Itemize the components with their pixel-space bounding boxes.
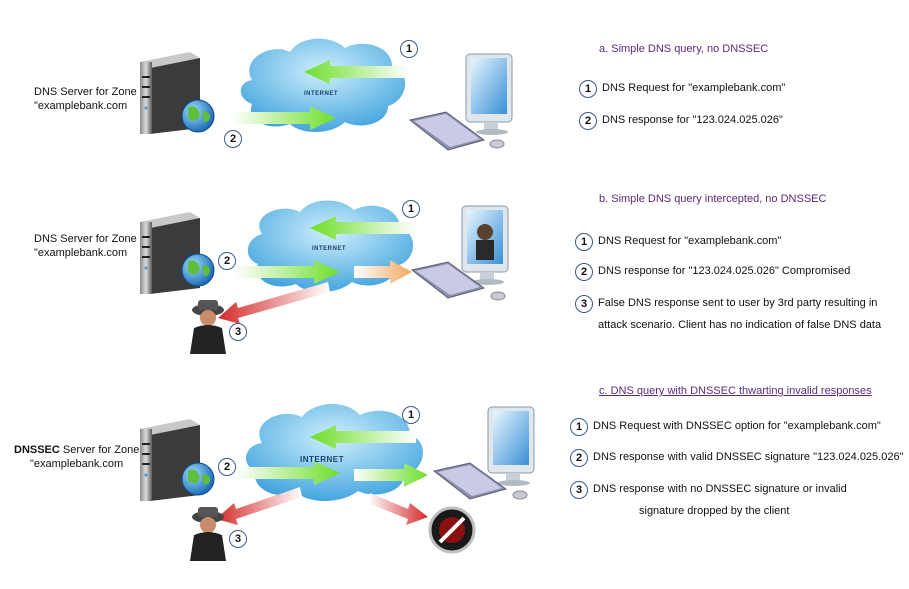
legend-text: DNS response for "123.024.025.026" Compr…: [598, 265, 851, 277]
legend-text: DNS Request for "examplebank.com": [602, 82, 786, 94]
legend-number-badge: 3: [575, 295, 593, 313]
internet-label: INTERNET: [304, 91, 338, 97]
legend-text-line: signature dropped by the client: [639, 505, 790, 517]
blocked-icon: [428, 506, 476, 554]
keyboard-icon: [410, 261, 486, 299]
step-2-badge: 2: [218, 458, 236, 476]
step-2-badge: 2: [218, 252, 236, 270]
scene-title: a. Simple DNS query, no DNSSEC: [599, 43, 769, 55]
server-label: DNS Server for Zone "examplebank.com: [34, 86, 137, 112]
globe-icon: [181, 99, 215, 133]
legend-item: 1 DNS Request for "examplebank.com": [579, 80, 786, 98]
step-1-badge: 1: [400, 40, 418, 58]
step-1-badge: 1: [402, 200, 420, 218]
monitor-icon: [487, 406, 535, 486]
mouse-icon: [512, 490, 528, 500]
step-1-badge: 1: [402, 406, 420, 424]
legend-text: DNS Request with DNSSEC option for "exam…: [593, 420, 881, 432]
scene-dnssec-query: DNSSEC Server for Zone "examplebank.com …: [0, 385, 909, 575]
mouse-icon: [490, 291, 506, 301]
legend-number-badge: 3: [570, 481, 588, 499]
legend-number-badge: 1: [575, 233, 593, 251]
step-3-badge: 3: [229, 530, 247, 548]
scene-c-artwork: [140, 403, 535, 561]
scene-a-artwork: [140, 38, 513, 151]
legend-number-badge: 1: [579, 80, 597, 98]
scene-b-artwork: [140, 200, 509, 354]
scene-intercepted-query: DNS Server for Zone "examplebank.com INT…: [0, 190, 909, 380]
step-3-badge: 3: [229, 323, 247, 341]
mouse-icon: [489, 139, 505, 149]
monitor-icon: [461, 205, 509, 285]
spy-icon: [190, 507, 226, 561]
globe-icon: [181, 253, 215, 287]
legend-text: DNS response for "123.024.025.026": [602, 114, 783, 126]
legend-text: DNS response with valid DNSSEC signature…: [593, 451, 904, 463]
legend-number-badge: 2: [570, 449, 588, 467]
legend-item: 1 DNS Request for "examplebank.com": [575, 233, 782, 251]
legend-item: 3 DNS response with no DNSSEC signature …: [570, 481, 847, 522]
server-label: DNS Server for Zone "examplebank.com: [34, 233, 137, 259]
internet-label: INTERNET: [300, 455, 344, 464]
legend-number-badge: 1: [570, 418, 588, 436]
dnssec-label: DNSSEC: [14, 444, 60, 456]
legend-text-line: attack scenario. Client has no indicatio…: [598, 319, 882, 331]
legend-text-line: DNS response with no DNSSEC signature or…: [593, 483, 847, 495]
legend-item: 3 False DNS response sent to user by 3rd…: [575, 295, 882, 336]
legend-text-line: False DNS response sent to user by 3rd p…: [598, 297, 878, 309]
legend-text: DNS Request for "examplebank.com": [598, 235, 782, 247]
cloud-icon: [245, 403, 423, 501]
legend-item: 2 DNS response for "123.024.025.026": [579, 112, 783, 130]
cloud-icon: [240, 38, 406, 132]
legend-number-badge: 2: [575, 263, 593, 281]
scene-title: c. DNS query with DNSSEC thwarting inval…: [599, 385, 872, 397]
keyboard-icon: [432, 462, 508, 500]
scene-title: b. Simple DNS query intercepted, no DNSS…: [599, 193, 827, 205]
spy-icon: [190, 300, 226, 354]
legend-item: 1 DNS Request with DNSSEC option for "ex…: [570, 418, 881, 436]
monitor-icon: [465, 53, 513, 135]
globe-icon: [181, 462, 215, 496]
internet-label: INTERNET: [312, 246, 346, 252]
server-label: DNSSEC Server for Zone "examplebank.com: [14, 444, 140, 470]
legend-item: 2 DNS response for "123.024.025.026" Com…: [575, 263, 851, 281]
legend-item: 2 DNS response with valid DNSSEC signatu…: [570, 449, 904, 467]
step-2-badge: 2: [224, 130, 242, 148]
scene-simple-query: DNS Server for Zone "examplebank.com INT…: [0, 0, 909, 190]
legend-number-badge: 2: [579, 112, 597, 130]
keyboard-icon: [408, 111, 486, 151]
